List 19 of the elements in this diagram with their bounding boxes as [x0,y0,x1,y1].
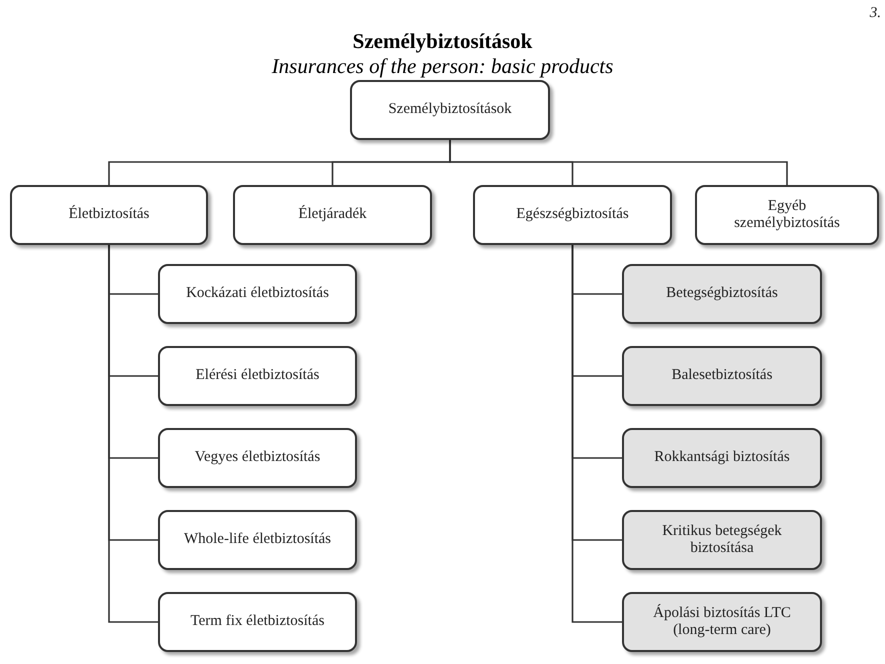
category-box-shaded: Kritikus betegségek biztosítása [622,510,822,570]
subtitle: Insurances of the person: basic products [272,53,614,80]
category-box: Whole-life életbiztosítás [158,510,357,570]
connector-line [449,140,788,185]
category-box: Vegyes életbiztosítás [158,428,357,488]
category-box: Életbiztosítás [10,185,208,245]
category-box-shaded: Ápolási biztosítás LTC (long-term care) [622,592,822,652]
category-box: Term fix életbiztosítás [158,592,357,652]
title: Személybiztosítások [352,28,532,55]
category-box: Személybiztosítások [350,80,550,140]
page-number: 3. [870,4,881,23]
category-box-shaded: Balesetbiztosítás [622,346,822,406]
category-box-shaded: Betegségbiztosítás [622,264,822,324]
category-box: Egészségbiztosítás [473,185,672,245]
category-box: Kockázati életbiztosítás [158,264,357,324]
category-box: Egyéb személybiztosítás [695,185,879,245]
category-box: Életjáradék [233,185,432,245]
category-box-shaded: Rokkantsági biztosítás [622,428,822,488]
category-box: Elérési életbiztosítás [158,346,357,406]
